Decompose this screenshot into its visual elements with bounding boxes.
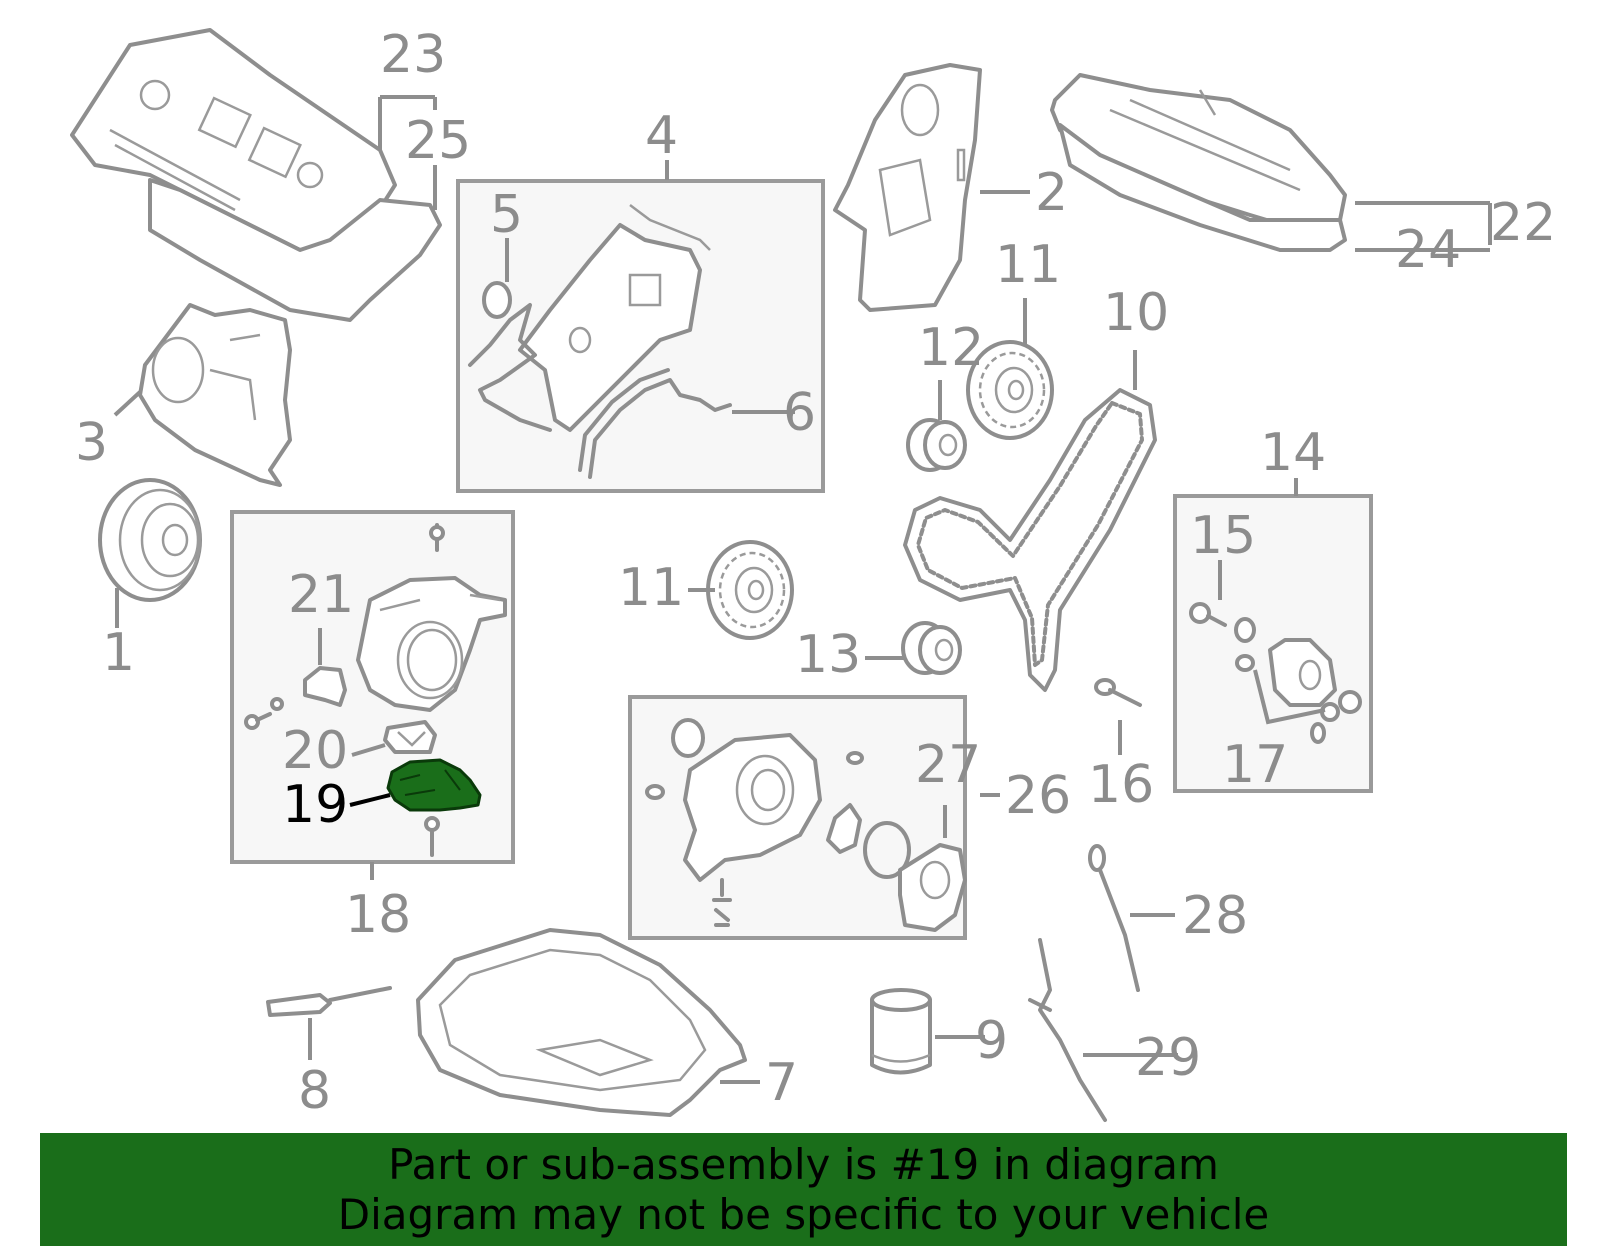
info-banner: Part or sub-assembly is #19 in diagram D… bbox=[40, 1133, 1567, 1246]
callout-10: 10 bbox=[1103, 283, 1169, 343]
part-sensor-21[interactable] bbox=[303, 666, 347, 707]
group-box-14 bbox=[1173, 494, 1373, 793]
callout-11a: 11 bbox=[995, 235, 1061, 295]
callout-16: 16 bbox=[1088, 755, 1154, 815]
callout-1: 1 bbox=[102, 623, 135, 683]
part-gasket-20[interactable] bbox=[383, 720, 437, 754]
callout-5: 5 bbox=[490, 185, 523, 245]
part-timing-belt[interactable] bbox=[903, 388, 1157, 692]
callout-25: 25 bbox=[405, 111, 471, 171]
callout-24: 24 bbox=[1395, 220, 1461, 280]
callout-13: 13 bbox=[795, 625, 861, 685]
part-cam-sprocket-lower[interactable] bbox=[706, 540, 794, 640]
callout-3: 3 bbox=[75, 413, 108, 473]
part-cam-sprocket-upper[interactable] bbox=[966, 340, 1054, 440]
part-timing-cover-lower[interactable] bbox=[138, 303, 292, 487]
callout-29: 29 bbox=[1135, 1028, 1201, 1088]
part-tensioner-assembly[interactable] bbox=[1189, 602, 1362, 744]
part-idler-pulley-12[interactable] bbox=[906, 418, 967, 472]
part-drain-tube[interactable] bbox=[266, 986, 392, 1017]
part-dipstick[interactable] bbox=[1088, 844, 1140, 992]
callout-9: 9 bbox=[975, 1011, 1008, 1071]
banner-line-1: Part or sub-assembly is #19 in diagram bbox=[388, 1139, 1219, 1189]
callout-8: 8 bbox=[298, 1061, 331, 1121]
callout-26: 26 bbox=[1005, 766, 1071, 826]
part-crank-pulley[interactable] bbox=[98, 478, 202, 602]
part-oil-pan[interactable] bbox=[416, 928, 747, 1117]
part-timing-cover-upper[interactable] bbox=[833, 63, 982, 312]
part-19-highlighted[interactable] bbox=[386, 758, 482, 812]
callout-22: 22 bbox=[1490, 193, 1556, 253]
callout-19: 19 bbox=[282, 775, 348, 835]
callout-7: 7 bbox=[765, 1053, 798, 1113]
callout-11b: 11 bbox=[618, 558, 684, 618]
part-valve-cover[interactable] bbox=[70, 28, 442, 322]
part-oil-pump[interactable] bbox=[645, 718, 967, 932]
callout-4: 4 bbox=[645, 106, 678, 166]
callout-6: 6 bbox=[783, 383, 816, 443]
part-timing-plate[interactable] bbox=[518, 204, 711, 432]
part-gasket-6[interactable] bbox=[578, 368, 732, 479]
callout-15: 15 bbox=[1190, 506, 1256, 566]
callout-28: 28 bbox=[1182, 886, 1248, 946]
callout-23: 23 bbox=[380, 25, 446, 85]
leader-lines bbox=[113, 95, 1492, 1084]
part-dipstick-tube[interactable] bbox=[1028, 938, 1107, 1122]
part-oil-filter[interactable] bbox=[870, 988, 932, 1075]
callout-14: 14 bbox=[1260, 423, 1326, 483]
part-bolt-16[interactable] bbox=[1094, 678, 1142, 707]
callout-18: 18 bbox=[345, 885, 411, 945]
callout-20: 20 bbox=[282, 721, 348, 781]
part-gasket-front[interactable] bbox=[468, 303, 552, 432]
part-intake-cover[interactable] bbox=[1050, 73, 1347, 252]
banner-line-2: Diagram may not be specific to your vehi… bbox=[337, 1189, 1270, 1239]
callout-27: 27 bbox=[915, 735, 981, 795]
callout-12: 12 bbox=[918, 318, 984, 378]
part-throttle-body[interactable] bbox=[356, 576, 507, 712]
callout-2: 2 bbox=[1035, 163, 1068, 223]
callout-21: 21 bbox=[288, 565, 354, 625]
callout-17: 17 bbox=[1222, 735, 1288, 795]
part-idler-pulley-13[interactable] bbox=[901, 621, 962, 675]
part-screws-18[interactable] bbox=[244, 523, 445, 857]
part-o-ring-5[interactable] bbox=[482, 281, 512, 319]
